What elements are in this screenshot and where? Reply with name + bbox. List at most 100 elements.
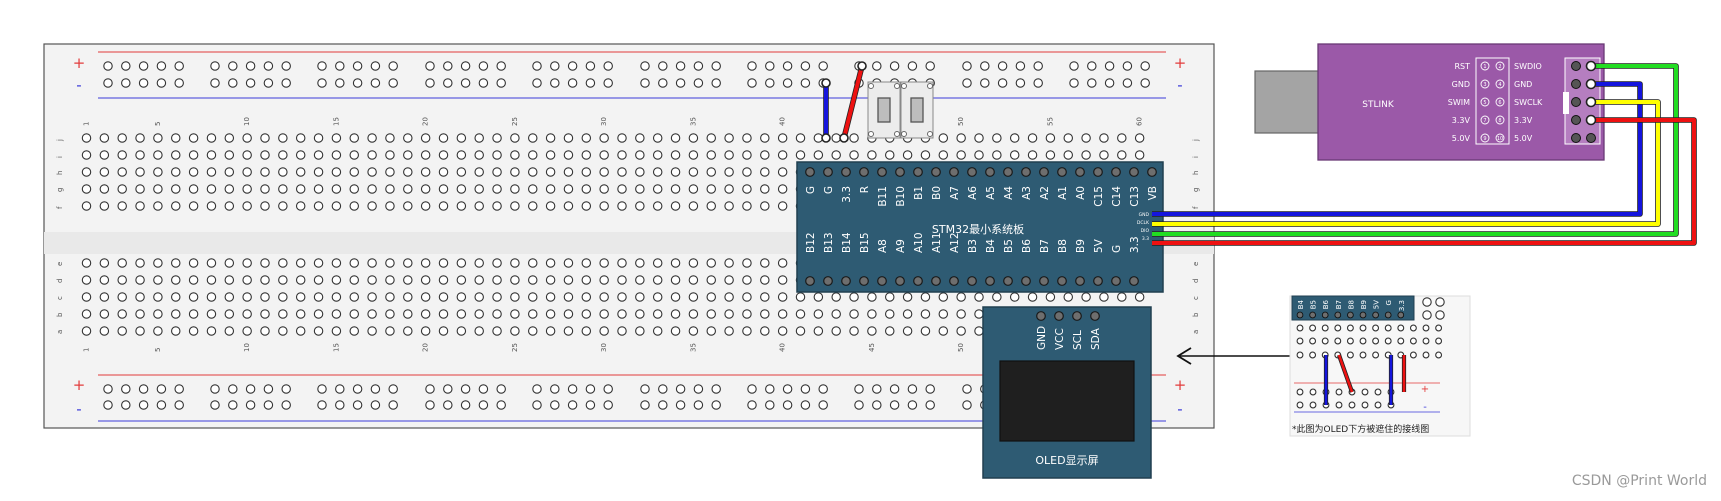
breadboard-hole [777, 167, 788, 177]
breadboard-hole [224, 150, 235, 160]
breadboard-hole [438, 326, 449, 336]
rail-sign-plus: + [73, 376, 86, 394]
breadboard-hole [443, 61, 453, 71]
breadboard-hole [652, 201, 663, 211]
stm32-top-pin-label: C13 [1129, 186, 1141, 207]
breadboard-hole [688, 133, 699, 143]
breadboard-hole [188, 258, 199, 268]
breadboard-hole [585, 384, 596, 394]
breadboard-hole [1397, 337, 1405, 345]
stlink-pin-number: 8 [1498, 118, 1501, 124]
breadboard-hole [884, 292, 895, 302]
stlink-pin-number: 5 [1483, 100, 1486, 106]
stlink-pin [1495, 79, 1505, 89]
breadboard-hole [224, 201, 235, 211]
breadboard-hole [688, 167, 699, 177]
breadboard-hole [349, 150, 359, 160]
inset-pin-label: B7 [1335, 300, 1343, 309]
stlink-header-key [1563, 92, 1569, 114]
breadboard-hole [278, 292, 288, 302]
stm32-bottom-pin-label: B4 [985, 239, 997, 253]
breadboard-hole [224, 309, 235, 319]
breadboard-hole [567, 61, 578, 71]
breadboard-hole [658, 384, 668, 394]
breadboard-hole [153, 184, 163, 194]
breadboard-hole [550, 61, 560, 71]
breadboard-hole [317, 78, 327, 88]
breadboard-hole [532, 400, 542, 410]
breadboard-hole [800, 400, 811, 410]
stm32-pin [985, 276, 995, 286]
stm32-pin [1039, 167, 1049, 177]
breadboard-hole [962, 61, 972, 71]
breadboard-hole [585, 61, 596, 71]
breadboard-hole [188, 309, 199, 319]
breadboard-hole [438, 133, 449, 143]
breadboard-hole [760, 292, 770, 302]
breadboard-hole [884, 150, 895, 160]
breadboard-hole [388, 384, 398, 394]
breadboard-hole [1422, 297, 1432, 307]
breadboard-hole [1099, 150, 1109, 160]
breadboard-hole [456, 184, 467, 194]
breadboard-hole [813, 292, 824, 302]
breadboard-hole [438, 275, 449, 285]
breadboard-hole [81, 150, 92, 160]
breadboard-hole [206, 309, 217, 319]
breadboard-hole [831, 292, 841, 302]
breadboard-hole [210, 61, 220, 71]
stm32-bottom-pin-label: B9 [1075, 239, 1087, 253]
breadboard-hole [117, 309, 127, 319]
breadboard-hole [370, 400, 381, 410]
inset-pin-label: 3.3 [1398, 300, 1406, 311]
breadboard-hole [635, 133, 645, 143]
stm32-pin [1021, 276, 1031, 286]
stlink-right-label: GND [1514, 80, 1532, 89]
breadboard-hole [474, 167, 484, 177]
breadboard-hole [724, 201, 734, 211]
breadboard-hole [135, 133, 145, 143]
breadboard-hole [474, 326, 484, 336]
breadboard-hole [872, 384, 882, 394]
breadboard-hole [1334, 324, 1342, 332]
breadboard-hole [278, 201, 288, 211]
breadboard-hole [742, 133, 752, 143]
breadboard-hole [902, 326, 913, 336]
stlink-pin-number: 10 [1497, 136, 1503, 142]
breadboard-hole [295, 133, 306, 143]
stm32-bottom-pin-label: 5V [1093, 238, 1105, 253]
breadboard-hole [313, 258, 324, 268]
stm32-pin [805, 167, 815, 177]
stm32-top-pin-label: G [823, 186, 835, 194]
breadboard-hole [795, 309, 806, 319]
inset-pin-label: B8 [1347, 300, 1355, 309]
breadboard-hole [224, 258, 235, 268]
stm32-bottom-pin-label: A11 [931, 232, 943, 253]
stm32-pin [1111, 167, 1121, 177]
column-number: 50 [957, 117, 965, 126]
breadboard-hole [228, 78, 238, 88]
inset-pin-label: B4 [1297, 299, 1305, 309]
breadboard-hole [980, 61, 990, 71]
stm32-pin [841, 167, 851, 177]
breadboard-hole [849, 133, 859, 143]
button-leg [901, 131, 907, 137]
breadboard-hole [1063, 150, 1074, 160]
breadboard-hole [617, 184, 627, 194]
stm32-top-pin-label: A2 [1039, 186, 1051, 200]
stm32-bottom-pin-label: A12 [949, 232, 961, 253]
breadboard-hole [581, 150, 592, 160]
breadboard-hole [581, 133, 592, 143]
button-leg [901, 83, 907, 89]
breadboard-hole [171, 167, 181, 177]
breadboard-hole [138, 78, 149, 88]
stm32-bottom-pin-label: 3.3 [1129, 236, 1141, 253]
stm32-pin [1021, 167, 1031, 177]
breadboard-hole [1063, 133, 1074, 143]
breadboard-hole [675, 384, 686, 394]
breadboard-hole [527, 309, 538, 319]
breadboard-hole [724, 326, 734, 336]
breadboard-hole [403, 184, 413, 194]
breadboard-hole [724, 167, 734, 177]
breadboard-hole [688, 326, 699, 336]
